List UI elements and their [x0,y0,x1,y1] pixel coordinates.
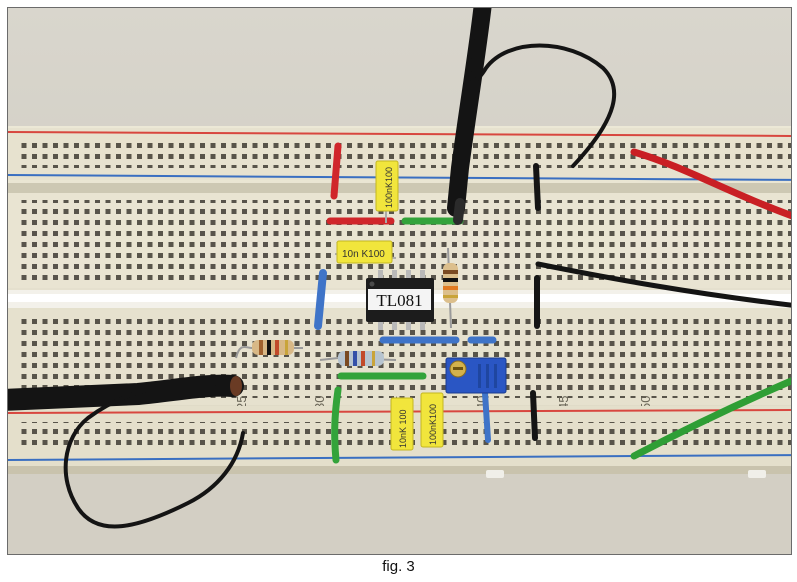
board-feet [486,470,766,478]
probe-cable-top [447,8,617,225]
resistor-left [235,340,303,359]
capacitor-bottom-left: 10nK 100 [390,397,414,451]
top-power-rail [8,128,791,181]
green-jumper-vertical [331,386,342,464]
capacitor-bottom-left-label: 10nK 100 [398,409,408,448]
figure-caption: fig. 3 [382,558,415,575]
red-wire [630,148,791,220]
resistor-middle [319,351,397,366]
probe-cable-bottom [8,374,245,529]
capacitor-top-label: 100nK100 [384,167,394,208]
breadboard-photo: 25 30 35 40 45 50 [7,7,792,555]
black-wire-right [535,261,791,308]
blue-jumper-bottom [482,390,491,443]
green-wire [630,377,791,460]
black-jumper-bottom [530,390,538,441]
capacitor-bottom-right-label: 100nK100 [428,404,438,445]
black-jumper-top [533,163,541,211]
tl081-chip: TL081 [366,270,434,330]
blue-jumper-left [314,269,327,330]
capacitor-top: 100nK100 [375,160,399,223]
capacitor-horizontal-label: 10n K100 [342,249,385,260]
resistor-vertical [443,247,458,329]
chip-label: TL081 [376,291,422,310]
breadboard-illustration: 25 30 35 40 45 50 [8,8,791,554]
trimmer-potentiometer [445,357,507,394]
capacitor-horizontal: 10n K100 [334,240,397,264]
capacitor-bottom-right: 100nK100 [420,392,444,448]
red-jumper-vertical [330,142,342,200]
upper-terminal-strip [8,193,791,288]
